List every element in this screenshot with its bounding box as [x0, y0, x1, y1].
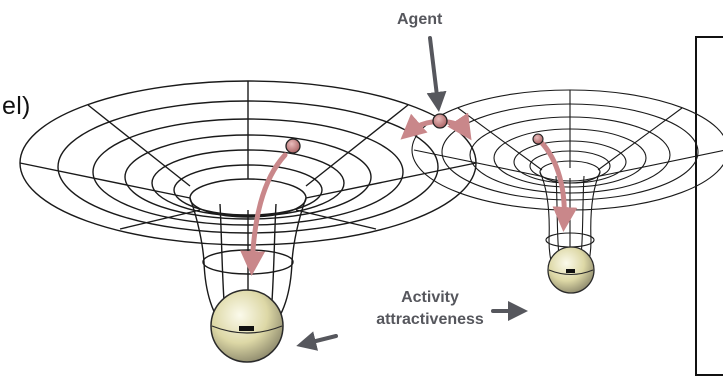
cropped-left-text: el): [2, 92, 31, 120]
agent-label: Agent: [397, 11, 443, 28]
large-well-marble: [285, 138, 301, 154]
agent-pointer-arrow: [426, 36, 447, 112]
activity-attractiveness-label: Activity attractiveness: [335, 287, 525, 331]
activity-label-line2: attractiveness: [376, 311, 484, 328]
large-potential-well: [19, 80, 477, 331]
agent-marker: [432, 113, 448, 129]
large-well-fall-arrow: [240, 152, 288, 276]
small-well-marble: [532, 133, 544, 145]
agent-left-arrow: [400, 113, 435, 140]
small-well-fall-arrow: [538, 139, 578, 232]
activity-label-line1: Activity: [401, 289, 459, 306]
activity-left-arrow: [296, 331, 338, 351]
large-well-ball: [210, 289, 284, 363]
agent-right-arrow: [445, 112, 472, 141]
small-well-ball: [547, 246, 595, 294]
